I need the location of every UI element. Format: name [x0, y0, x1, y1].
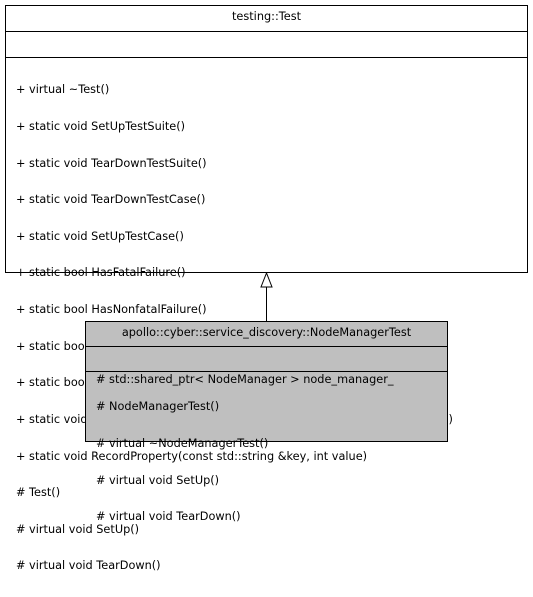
method-line: # NodeManagerTest() [96, 400, 220, 414]
method-line: # Test() [16, 486, 61, 500]
method-line: # virtual ~NodeManagerTest() [96, 437, 269, 451]
method-line: + static void TearDownTestCase() [16, 193, 206, 207]
method-line: + static void SetUpTestSuite() [16, 120, 186, 134]
method-line: # virtual void SetUp() [16, 522, 140, 536]
derived-class-name: apollo::cyber::service_discovery::NodeMa… [86, 322, 447, 347]
base-class-attributes [6, 32, 527, 58]
derived-class-box[interactable]: apollo::cyber::service_discovery::NodeMa… [85, 321, 448, 523]
method-line: # virtual void SetUp() [96, 473, 220, 487]
base-class-name: testing::Test [6, 6, 527, 32]
method-line: + static void TearDownTestSuite() [16, 156, 207, 170]
method-line: + static bool HasFatalFailure() [16, 266, 186, 280]
method-line: + static bool HasNonfatalFailure() [16, 303, 207, 317]
base-class-box[interactable]: testing::Test + virtual ~Test() + static… [5, 5, 528, 572]
attribute-line: # std::shared_ptr< NodeManager > node_ma… [96, 373, 394, 387]
method-line: + static void SetUpTestCase() [16, 229, 184, 243]
derived-class-attributes: # std::shared_ptr< NodeManager > node_ma… [86, 347, 447, 386]
base-class-methods: + virtual ~Test() + static void SetUpTes… [6, 58, 527, 572]
method-line: # virtual void TearDown() [16, 559, 161, 573]
method-line: # virtual void TearDown() [96, 510, 241, 524]
method-line: + virtual ~Test() [16, 83, 110, 97]
method-line: + static void RecordProperty(const std::… [16, 449, 368, 463]
